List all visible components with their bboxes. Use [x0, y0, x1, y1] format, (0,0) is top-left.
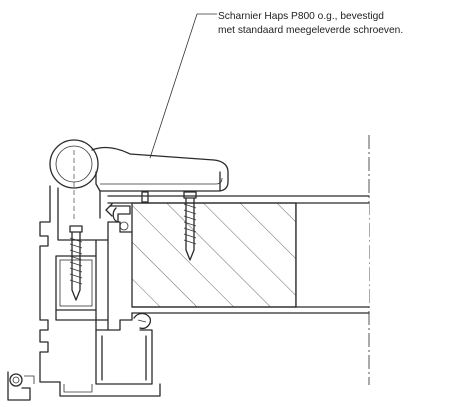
screw-panel — [183, 191, 197, 261]
annotation-line-1: Scharnier Haps P800 o.g., bevestigd — [218, 11, 384, 22]
annotation-leader-line — [149, 13, 217, 159]
annotation-line-2: met standaard meegeleverde schroeven. — [218, 25, 403, 36]
screw-frame — [69, 225, 83, 301]
frame-profile — [39, 185, 161, 397]
insulated-panel — [131, 202, 369, 308]
hinge — [49, 139, 229, 219]
gaskets — [7, 207, 152, 401]
small-fixing-screw — [141, 191, 149, 203]
panel-skins — [107, 195, 370, 314]
